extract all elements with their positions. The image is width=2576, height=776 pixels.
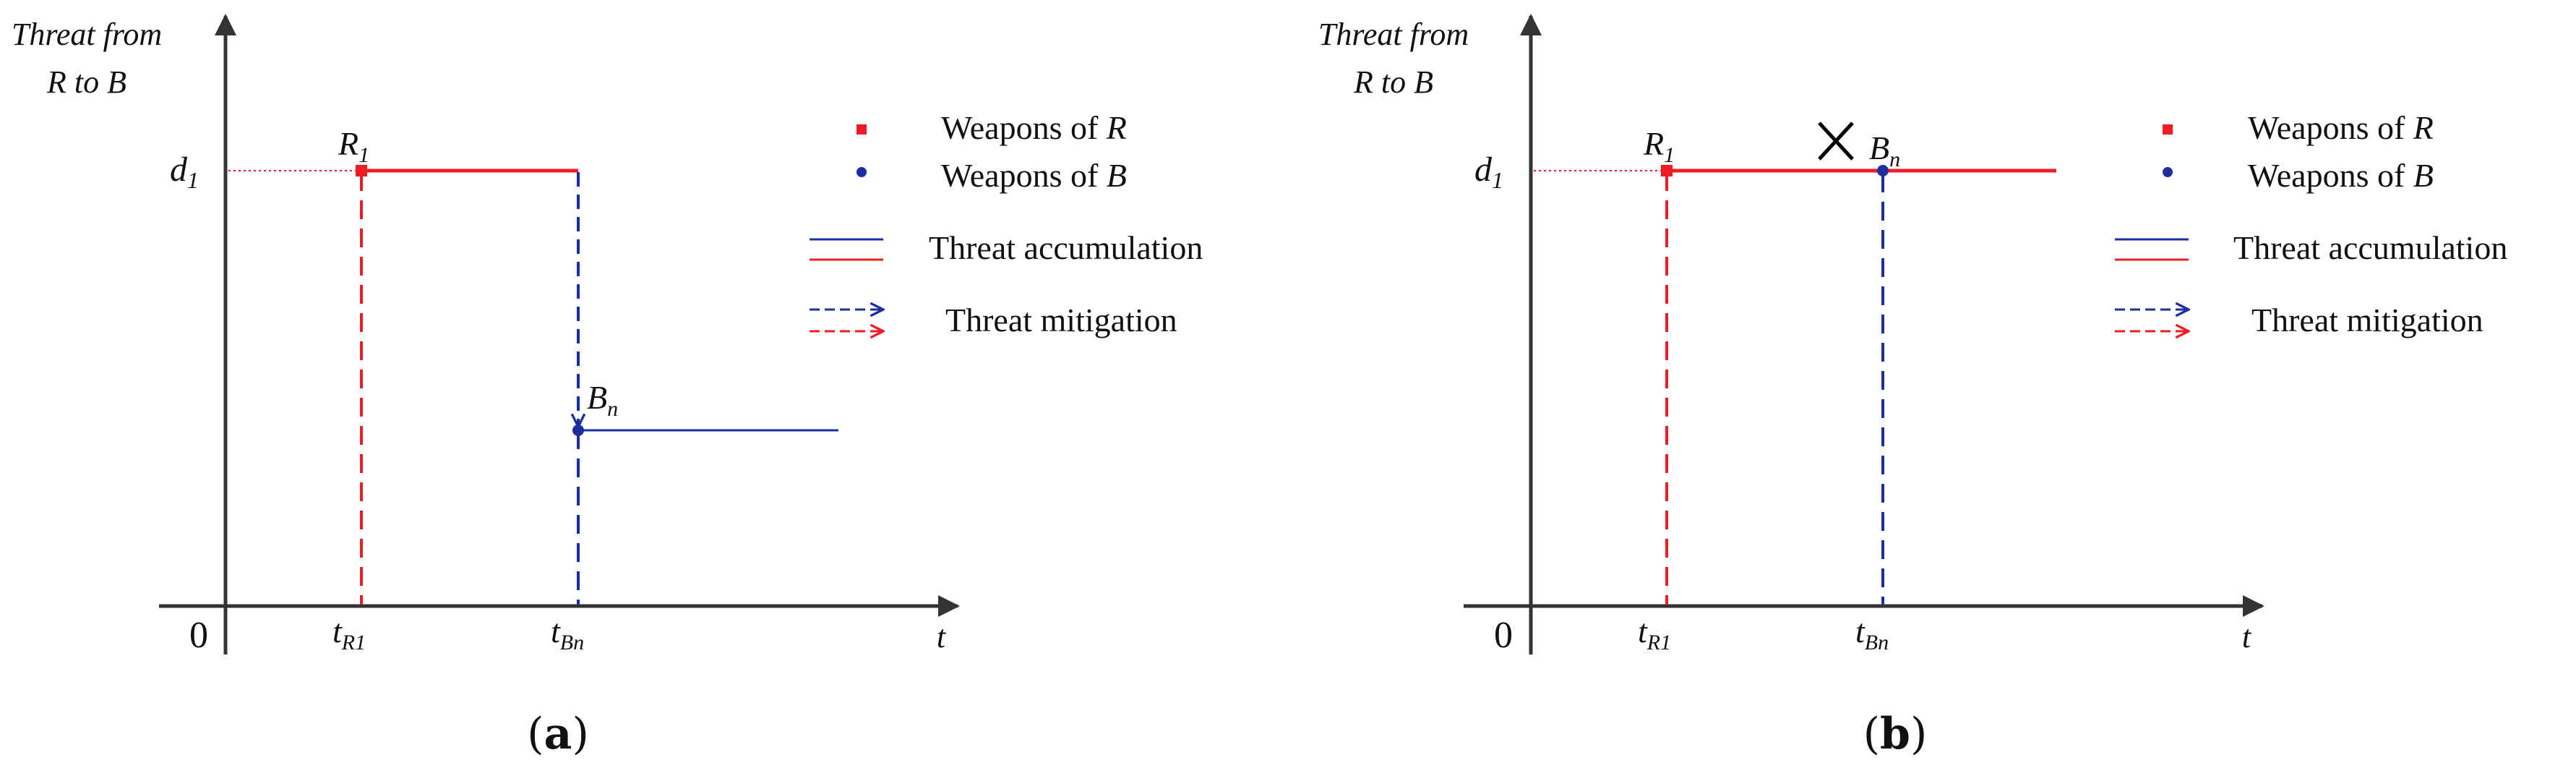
y-axis-label-line1: Threat from (12, 17, 162, 52)
r1-label: R1 (1643, 125, 1675, 167)
legend-weapons-r: Weapons of R (2248, 109, 2434, 146)
cross-icon (1818, 121, 1854, 161)
origin-label: 0 (189, 615, 208, 656)
tick-tr1: tR1 (1638, 613, 1671, 655)
legend-mitigation: Threat mitigation (2251, 302, 2483, 338)
bn-marker (1877, 165, 1889, 176)
panel-b: Threat from R to B 0 t d1 R1 Bn tR1 tBn … (1318, 14, 2507, 759)
r1-label: R1 (338, 125, 369, 167)
legend-a: Weapons of R Weapons of B Threat accumul… (810, 109, 1203, 338)
d1-label: d1 (1474, 150, 1503, 193)
bn-label: Bn (1869, 129, 1900, 171)
legend-blue-dot (2163, 167, 2173, 177)
r1-marker (356, 165, 367, 176)
legend-accumulation: Threat accumulation (2233, 229, 2507, 266)
legend-red-square (856, 124, 867, 135)
panel-a: Threat from R to B 0 t d1 R1 Bn tR1 tBn (12, 14, 1203, 759)
legend-weapons-b: Weapons of B (941, 157, 1127, 194)
legend-weapons-b: Weapons of B (2248, 157, 2434, 194)
x-axis-label: t (2242, 619, 2252, 655)
legend-blue-dot (856, 167, 867, 177)
tick-tr1: tR1 (332, 613, 366, 655)
x-axis-label: t (937, 619, 947, 655)
y-axis-label-line1: Threat from (1318, 17, 1469, 52)
legend-weapons-r: Weapons of R (941, 109, 1127, 146)
bn-label: Bn (587, 379, 618, 421)
r1-marker (1661, 165, 1673, 176)
y-axis-label-line2: R to B (46, 64, 126, 100)
caption-a: (a) (527, 709, 589, 759)
legend-accumulation: Threat accumulation (929, 229, 1203, 266)
legend-red-square (2163, 124, 2173, 135)
d1-label: d1 (170, 150, 199, 193)
bn-marker (572, 425, 584, 436)
legend-mitigation: Threat mitigation (945, 302, 1177, 338)
legend-b: Weapons of R Weapons of B Threat accumul… (2115, 109, 2507, 338)
y-axis-label-line2: R to B (1353, 64, 1433, 100)
tick-tbn: tBn (1855, 613, 1889, 655)
tick-tbn: tBn (551, 613, 584, 655)
caption-b: (b) (1863, 709, 1928, 759)
origin-label: 0 (1494, 615, 1513, 656)
